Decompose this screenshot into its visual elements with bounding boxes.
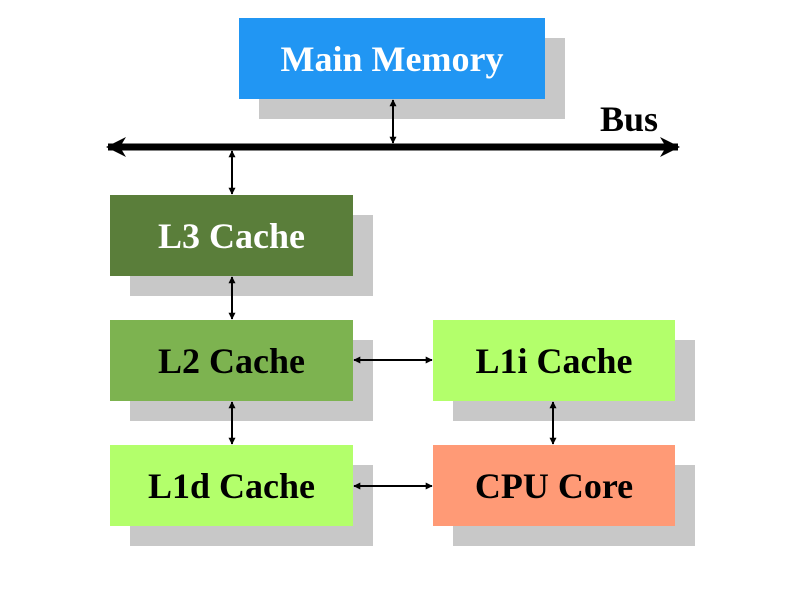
main-memory-label: Main Memory — [280, 38, 504, 79]
cpu-core-box: CPU Core — [433, 445, 675, 526]
l2-cache-label: L2 Cache — [158, 340, 305, 381]
l1i-cache-box: L1i Cache — [433, 320, 675, 401]
l1i-cache-label: L1i Cache — [475, 340, 633, 381]
l2-cache-box: L2 Cache — [110, 320, 353, 401]
l3-cache-box: L3 Cache — [110, 195, 353, 276]
main-memory-box: Main Memory — [239, 18, 545, 99]
bus-label: Bus — [600, 99, 659, 139]
l1d-cache-box: L1d Cache — [110, 445, 353, 526]
l1d-cache-label: L1d Cache — [147, 465, 315, 506]
cpu-core-label: CPU Core — [474, 465, 634, 506]
l3-cache-label: L3 Cache — [158, 215, 305, 256]
